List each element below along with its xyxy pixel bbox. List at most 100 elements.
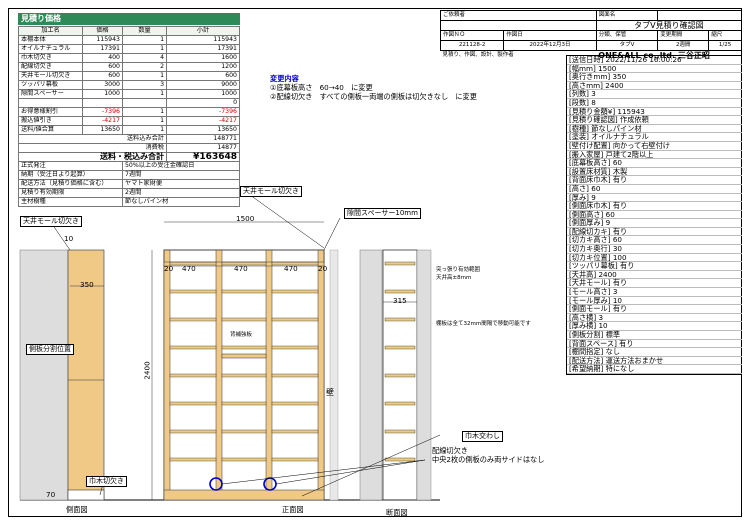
- col-dim: 470: [284, 264, 298, 273]
- spec-line: [希望納期] 特になし: [567, 365, 742, 374]
- leader-line: [221, 459, 426, 485]
- shelf-board: [169, 289, 217, 294]
- shelf-board: [221, 289, 267, 294]
- side-panel: [67, 249, 105, 501]
- side-base: [67, 489, 105, 501]
- bottom-dim: 70: [46, 490, 56, 499]
- front-side-panel: [317, 249, 325, 501]
- shelf-board: [169, 345, 217, 350]
- baseboard-cover-label: 巾木交わし: [462, 431, 503, 442]
- ceiling-molding-left-label: 天井モール切欠き: [20, 216, 82, 227]
- shelf-board: [271, 373, 319, 378]
- tension-note: 突っ張り有効範囲: [436, 267, 481, 273]
- drawing-scale: 1/25: [708, 40, 742, 51]
- section-shelf: [384, 345, 416, 350]
- leader-line: [275, 459, 426, 485]
- front-top: [163, 249, 325, 263]
- spec-line: [段数] 8: [567, 98, 742, 108]
- top-dim: 10: [64, 234, 74, 243]
- shelf-board: [221, 457, 267, 462]
- spec-line: [側面モール] 有り: [567, 305, 742, 314]
- shelf-pitch-note: 棚板は全て32mm間隔で移動可能です: [436, 321, 531, 327]
- spec-line: [高さ] 60: [567, 184, 742, 194]
- height-dim: 2400: [142, 361, 152, 380]
- shelf-board: [271, 401, 319, 406]
- spec-line: [高さmm] 2400: [567, 81, 742, 91]
- side-split-label: 側板分割位置: [26, 344, 74, 355]
- leader-line: [323, 217, 341, 251]
- side-dim: 20: [318, 264, 328, 273]
- drawing-no: 221128-2: [439, 40, 505, 51]
- shelf-board: [271, 289, 319, 294]
- spec-line: [送信日時] 2022/11/26 16:00:26: [567, 55, 742, 65]
- spec-line: [配線切カキ] 有り: [567, 227, 742, 237]
- leader-line: [51, 223, 71, 251]
- estimate-title: 見積り価格: [18, 13, 240, 25]
- spec-line: [見積り確認図] 作成依頼: [567, 116, 742, 125]
- info-row: 主材樹種節なしパイン材: [18, 197, 240, 207]
- spec-line: [高さ横] 3: [567, 313, 742, 323]
- spec-line: [天井高] 2400: [567, 270, 742, 280]
- shelf-board: [271, 345, 319, 350]
- side-dim: 20: [164, 264, 174, 273]
- section-shelf: [384, 289, 416, 294]
- section-view: [359, 249, 432, 501]
- back-panel: [221, 353, 267, 359]
- front-divider: [215, 249, 223, 501]
- spec-line: [設置床材質] 木製: [567, 167, 742, 177]
- info-value: 節なしパイン材: [122, 197, 240, 207]
- section-back-wall: [416, 249, 432, 501]
- shelf-board: [271, 317, 319, 322]
- shelf-board: [169, 401, 217, 406]
- tension-note: 天井高±8mm: [436, 275, 472, 281]
- spec-line: [側板分割] 標準: [567, 330, 742, 340]
- maker-label: 見積り、作図、設計、製作者: [442, 52, 514, 58]
- section-shelf: [384, 317, 416, 322]
- spec-line: [棚間指定] なし: [567, 348, 742, 357]
- gap-spacer-label: 隙間スペーサー10mm: [344, 208, 421, 219]
- spec-line: [切カキ奥行] 30: [567, 244, 742, 254]
- spec-line: [側面高さ] 60: [567, 210, 742, 220]
- shelf-board: [221, 401, 267, 406]
- section-shelf: [384, 373, 416, 378]
- front-divider: [265, 249, 273, 501]
- shelf-board: [221, 373, 267, 378]
- shelf-board: [271, 429, 319, 434]
- spec-line: [壁付け配置] 向かって右壁付け: [567, 141, 742, 151]
- back-panel-label: 背補強板: [230, 332, 253, 338]
- spec-line: [モール高さ] 3: [567, 287, 742, 297]
- col-dim: 470: [182, 264, 196, 273]
- spec-line: [配送方法] 運送方法おまかせ: [567, 356, 742, 366]
- title-block: ご依頼者 図面名 タブV見積り確認図 作図ＮＯ 作図日 分類、保管 変更期間 縮…: [439, 10, 743, 60]
- shelf-board: [169, 373, 217, 378]
- spec-line: [側面床巾木] 有り: [567, 201, 742, 211]
- side-view-label: 側面図: [66, 505, 88, 514]
- spec-line: [見積り金額¥] 115943: [567, 107, 742, 117]
- wiring-cut-label: 配線切欠き: [432, 446, 468, 455]
- spec-line: [底幕板高さ] 60: [567, 159, 742, 168]
- depth-dim: 350: [80, 280, 94, 289]
- section-view-label: 断面図: [386, 508, 408, 517]
- spec-line: [ツッパリ幕板] 有り: [567, 262, 742, 271]
- width-dim: 1500: [236, 214, 255, 223]
- shelf-board: [221, 429, 267, 434]
- section-shelf: [384, 401, 416, 406]
- spec-line: [側面厚み] 9: [567, 219, 742, 228]
- section-wall: [359, 249, 383, 501]
- leader-line: [301, 434, 441, 497]
- spec-line: [切カキ位置] 100: [567, 253, 742, 263]
- spec-line: [背面スペース] 有り: [567, 339, 742, 349]
- front-side-panel: [163, 249, 171, 501]
- spec-line: [幅mm] 1500: [567, 64, 742, 74]
- shelf-board: [169, 317, 217, 322]
- spec-line: [背面床巾木] 有り: [567, 176, 742, 185]
- section-shelf: [384, 261, 416, 266]
- shelf-board: [169, 457, 217, 462]
- spec-line: [奥行きmm] 350: [567, 73, 742, 82]
- spec-line: [切カキ高さ] 60: [567, 236, 742, 246]
